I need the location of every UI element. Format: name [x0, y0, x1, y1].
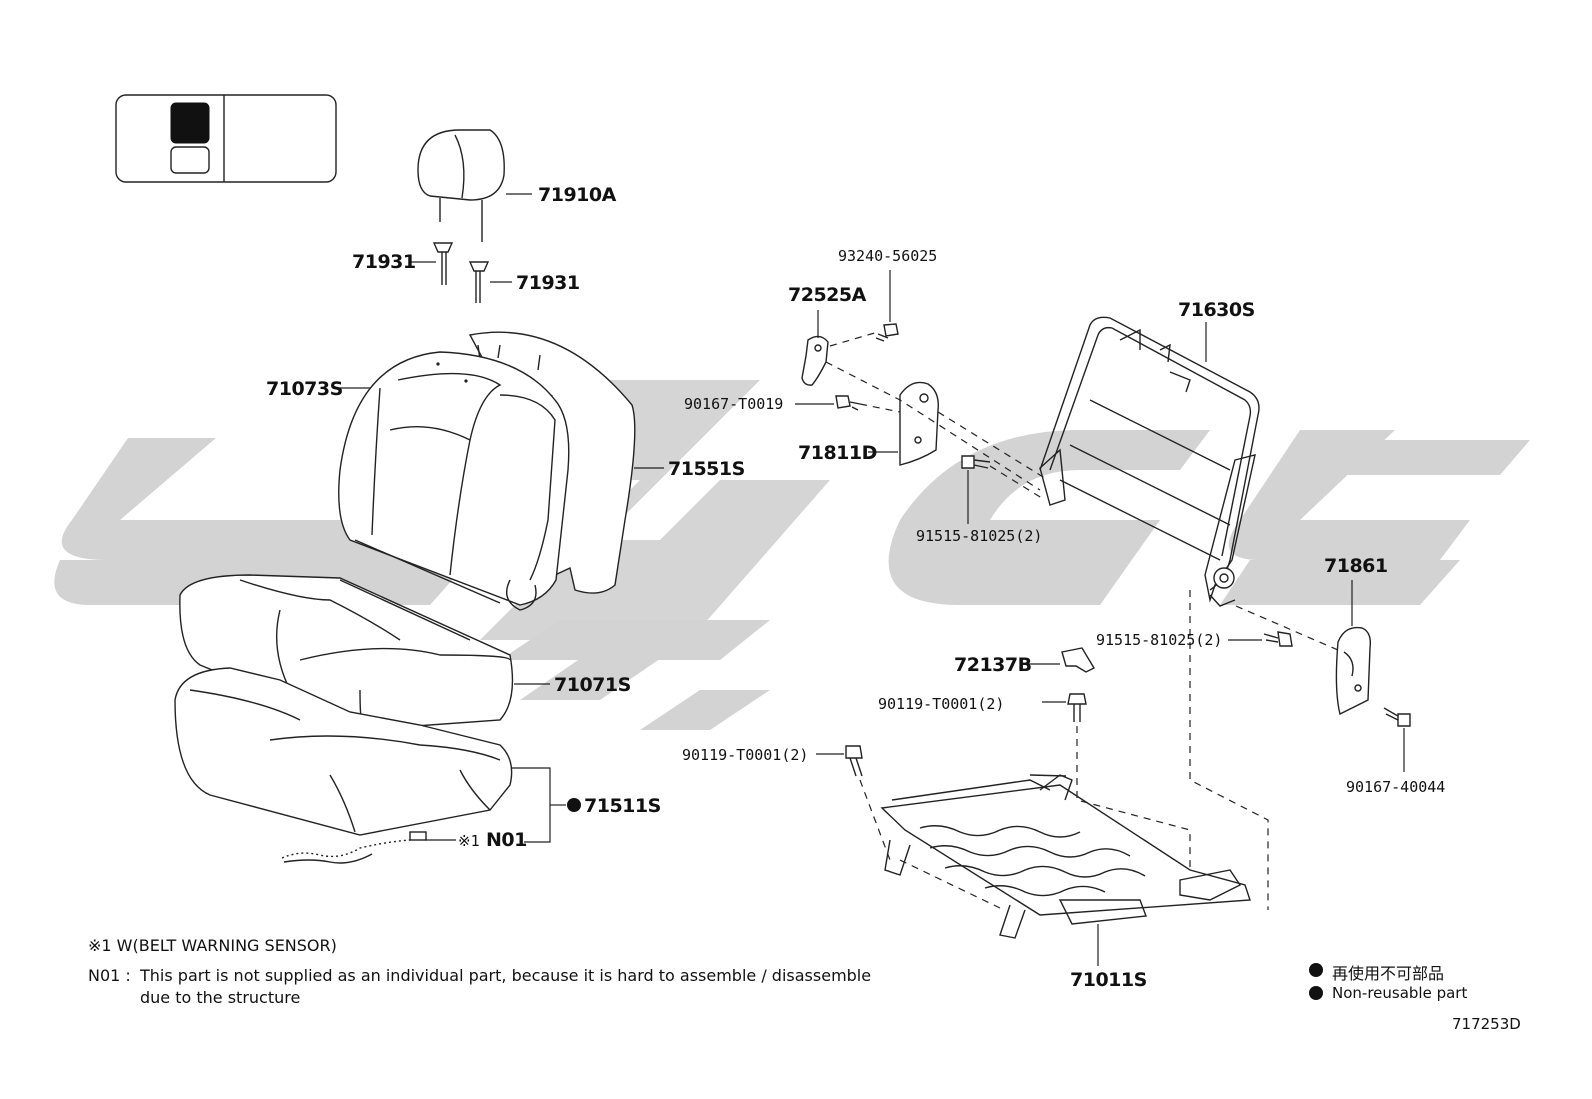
seat-back-frame-drawing: [1039, 316, 1260, 607]
label-71073S[interactable]: 71073S: [266, 378, 343, 400]
belt-warning-sensor-drawing: [281, 831, 427, 864]
label-71811D[interactable]: 71811D: [798, 442, 877, 464]
guide-line: [859, 779, 891, 861]
seat-position-legend: [115, 94, 337, 183]
legend-non-reusable-jp: 再使用不可部品: [1332, 964, 1445, 983]
label-93240-56025[interactable]: 93240-56025: [838, 247, 937, 265]
screw-90167-T0019-drawing: [835, 395, 861, 411]
note-n01-label: N01 :: [88, 966, 131, 985]
non-reusable-marker-icon: [567, 798, 581, 812]
label-71910A[interactable]: 71910A: [538, 184, 617, 206]
label-71071S[interactable]: 71071S: [554, 674, 631, 696]
legend-bullet-icon: [1309, 986, 1323, 1000]
label-71931-right[interactable]: 71931: [516, 272, 580, 294]
screw-93240-drawing: [875, 323, 899, 342]
guide-line: [825, 361, 1041, 491]
guide-line: [937, 411, 1049, 481]
guide-line: [1189, 590, 1269, 910]
label-71931-left[interactable]: 71931: [352, 251, 416, 273]
seat-back-drawing: [338, 331, 636, 611]
note-n01-text-line2: due to the structure: [140, 988, 301, 1007]
headrest-drawing: [417, 129, 505, 303]
label-90167-40044[interactable]: 90167-40044: [1346, 778, 1445, 796]
guide-line: [859, 403, 901, 413]
label-N01[interactable]: N01: [486, 829, 527, 851]
cover-72525A-drawing: [801, 335, 829, 386]
legend-bullet-icon: [1309, 963, 1323, 977]
label-90119-T0001-upper[interactable]: 90119-T0001(2): [878, 695, 1004, 713]
label-72525A[interactable]: 72525A: [788, 284, 867, 306]
label-90167-T0019[interactable]: 90167-T0019: [684, 395, 783, 413]
label-71511S[interactable]: 71511S: [584, 795, 661, 817]
bolt-91515-right-drawing: [1263, 631, 1293, 647]
guide-line: [1076, 726, 1191, 870]
guide-line: [899, 859, 1001, 909]
legend-non-reusable-en: Non-reusable part: [1332, 984, 1468, 1002]
label-71011S[interactable]: 71011S: [1070, 969, 1147, 991]
label-72137B[interactable]: 72137B: [954, 654, 1032, 676]
seat-cushion-frame-drawing: [880, 774, 1251, 939]
label-71630S[interactable]: 71630S: [1178, 299, 1255, 321]
bolt-90119-upper-drawing: [1067, 693, 1087, 722]
footnote-belt-warning-sensor: ※1 W(BELT WARNING SENSOR): [88, 936, 337, 955]
seat-cushion-drawing: [174, 574, 514, 836]
bracket-71811D-drawing: [899, 381, 939, 466]
screw-90167-40044-drawing: [1383, 707, 1411, 727]
label-71861[interactable]: 71861: [1324, 555, 1388, 577]
label-71551S[interactable]: 71551S: [668, 458, 745, 480]
bolt-91515-left-drawing: [961, 455, 991, 469]
note-n01-text-line1: This part is not supplied as an individu…: [140, 966, 872, 985]
bolt-90119-left-drawing: [845, 745, 863, 777]
guide-line: [989, 465, 1046, 501]
label-91515-81025-left[interactable]: 91515-81025(2): [916, 527, 1042, 545]
guide-line: [1235, 605, 1339, 651]
hook-72137B-drawing: [1061, 647, 1095, 673]
label-90119-T0001-left[interactable]: 90119-T0001(2): [682, 746, 808, 764]
figure-id: 717253D: [1452, 1015, 1521, 1033]
label-sensor-prefix: ※1: [458, 832, 480, 850]
label-91515-81025-right[interactable]: 91515-81025(2): [1096, 631, 1222, 649]
guide-line: [829, 331, 879, 347]
side-cover-71861-drawing: [1335, 626, 1372, 716]
